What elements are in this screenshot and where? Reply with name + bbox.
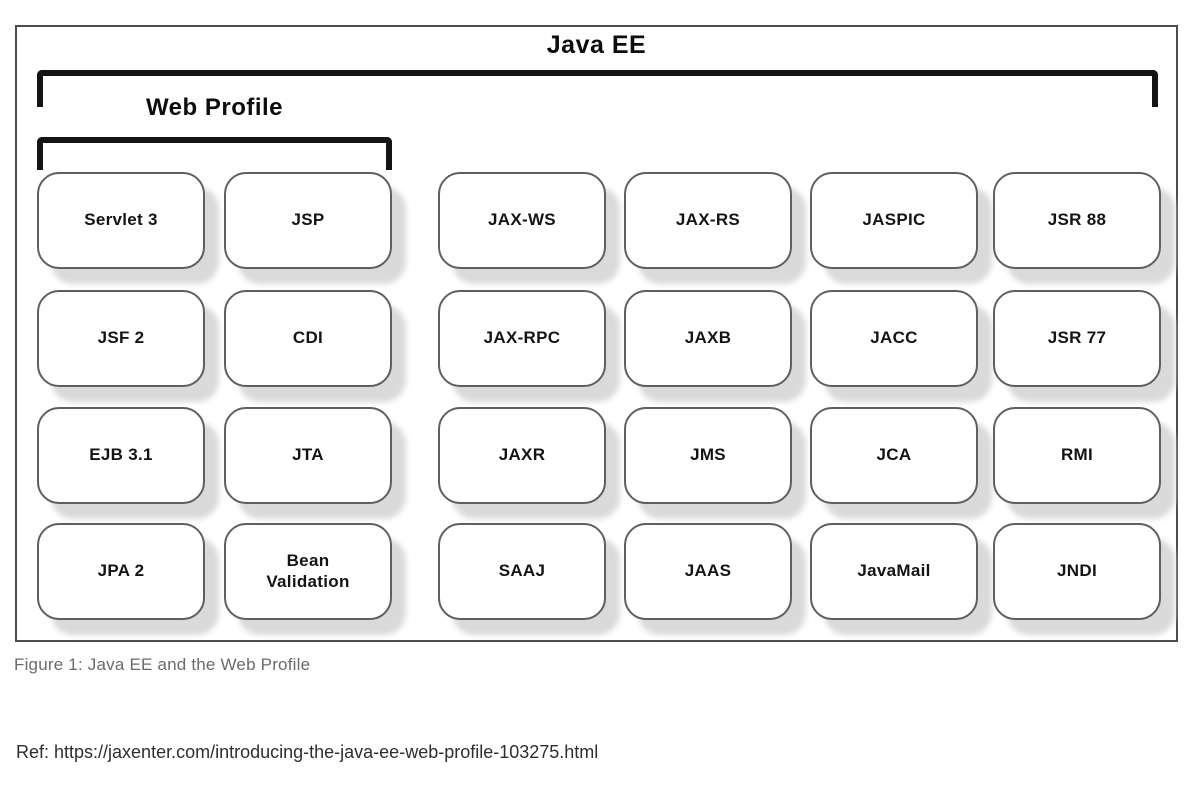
web-profile-group-title: Web Profile: [145, 94, 284, 121]
box-jaxb: JAXB: [624, 290, 792, 387]
box-jsr-88: JSR 88: [993, 172, 1161, 269]
box-jsr-77: JSR 77: [993, 290, 1161, 387]
box-jms: JMS: [624, 407, 792, 504]
box-jta: JTA: [224, 407, 392, 504]
box-jaxr: JAXR: [438, 407, 606, 504]
box-jax-rs: JAX-RS: [624, 172, 792, 269]
box-jaas: JAAS: [624, 523, 792, 620]
box-jacc: JACC: [810, 290, 978, 387]
box-rmi: RMI: [993, 407, 1161, 504]
java-ee-bracket: [37, 70, 1158, 107]
box-jsp: JSP: [224, 172, 392, 269]
box-javamail: JavaMail: [810, 523, 978, 620]
box-bean-validation: Bean Validation: [224, 523, 392, 620]
box-jax-ws: JAX-WS: [438, 172, 606, 269]
figure-caption: Figure 1: Java EE and the Web Profile: [14, 655, 311, 674]
box-jaspic: JASPIC: [810, 172, 978, 269]
box-jndi: JNDI: [993, 523, 1161, 620]
web-profile-bracket: [37, 137, 392, 170]
box-jca: JCA: [810, 407, 978, 504]
box-ejb-3-1: EJB 3.1: [37, 407, 205, 504]
java-ee-group-title: Java EE: [546, 31, 647, 59]
box-servlet-3: Servlet 3: [37, 172, 205, 269]
box-saaj: SAAJ: [438, 523, 606, 620]
reference-url-text: Ref: https://jaxenter.com/introducing-th…: [16, 742, 599, 762]
box-jax-rpc: JAX-RPC: [438, 290, 606, 387]
box-jsf-2: JSF 2: [37, 290, 205, 387]
box-jpa-2: JPA 2: [37, 523, 205, 620]
box-cdi: CDI: [224, 290, 392, 387]
